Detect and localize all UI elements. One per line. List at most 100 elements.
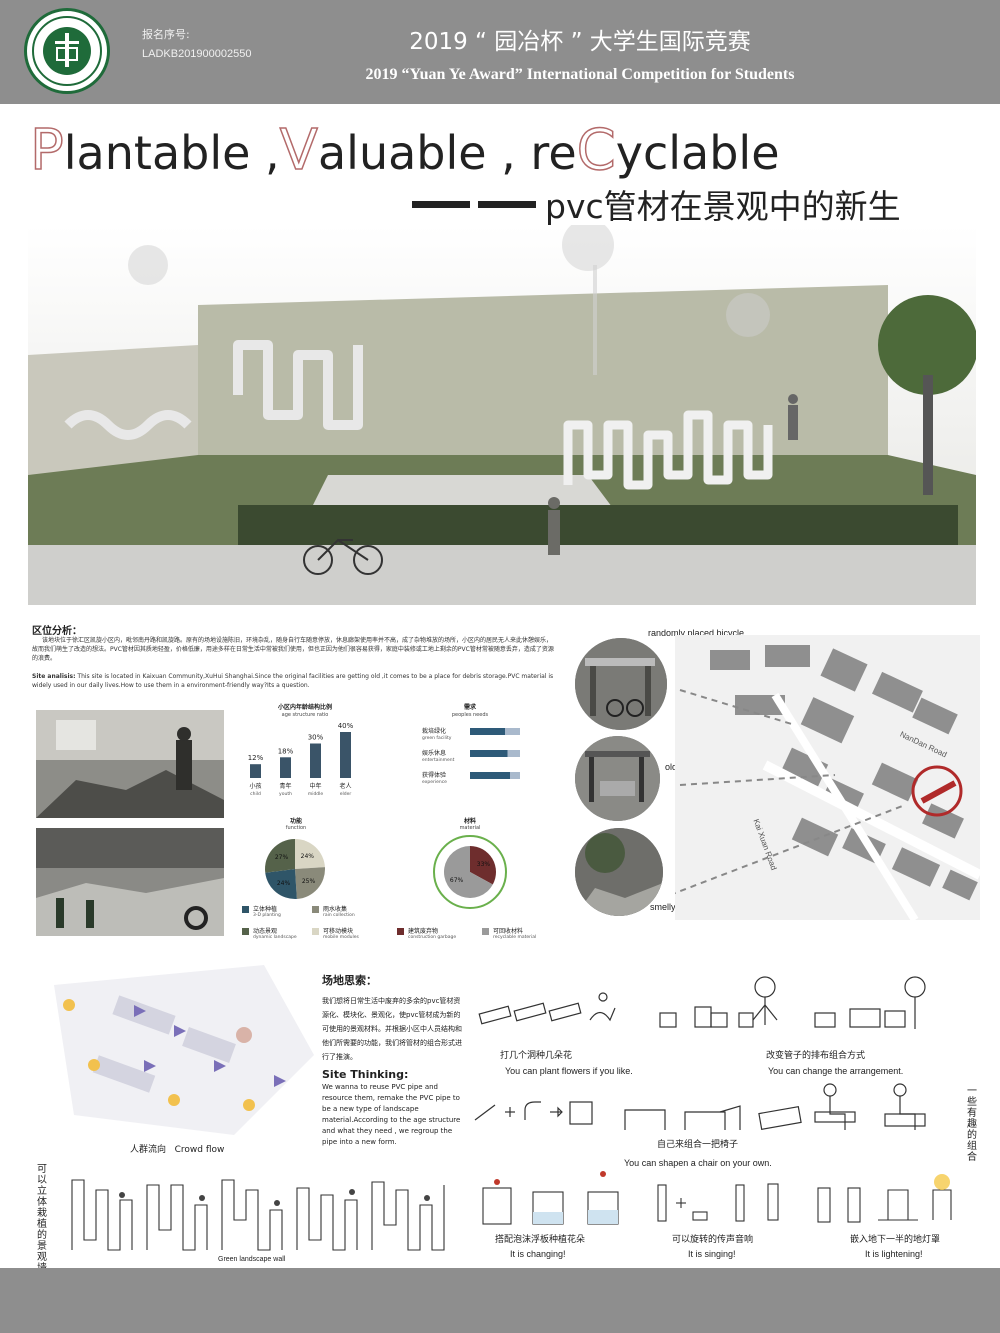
crowd-flow-map [34, 965, 314, 1145]
pie-slice [444, 846, 493, 898]
age-category-en: youth [279, 791, 292, 797]
legend-swatch [242, 928, 249, 935]
age-category-cn: 老人 [339, 782, 351, 790]
age-chart-subtitle: age structure ratio [281, 712, 329, 718]
age-chart-title: 小区内年龄结构比例 [277, 704, 332, 711]
title-dash-1 [412, 201, 470, 208]
crowd-flow-en: Crowd flow [174, 1145, 225, 1155]
green-wall-illustration [71, 1179, 445, 1251]
needs-label-en: entertainment [422, 757, 455, 763]
title-dash-2 [478, 201, 536, 208]
pie-slice [295, 867, 325, 899]
callout-bicycle: randomly placed bicycle [648, 628, 745, 638]
age-bar [250, 764, 261, 778]
legend-label-en: mobile modules [323, 935, 359, 940]
registration-number: LADKB201900002550 [142, 48, 252, 60]
needs-bar [470, 750, 508, 757]
age-bar [340, 732, 351, 778]
chair-caption-cn: 自己来组合一把椅子 [657, 1140, 739, 1150]
thinking-heading: 场地思索： [322, 974, 377, 987]
thinking-heading-en: Site Thinking: [322, 1068, 409, 1081]
competition-logo [24, 8, 110, 94]
age-bar [310, 743, 321, 778]
arrange-caption-cn: 改变管子的排布组合方式 [766, 1051, 866, 1061]
title-part-1: lantable , [63, 126, 280, 180]
legend-label-cn: 可移动模块 [323, 928, 354, 935]
thinking-text-cn: 我们想将日常生活中废弃的多余的pvc管材资源化、模块化、景观化，使pvc管材成为… [322, 997, 462, 1061]
analysis-text-en: Site analisis: This site is located in K… [32, 672, 557, 690]
circle-photo-old-facilities [575, 736, 660, 821]
interesting-combos-vertical: 一些有趣的组合 [967, 1086, 977, 1163]
material-pie-subtitle: material [459, 825, 481, 831]
circle-photo-bicycle [575, 638, 667, 730]
needs-bar [470, 772, 510, 779]
pie-slice [470, 846, 496, 885]
needs-chart-subtitle: peoples needs [451, 712, 489, 718]
age-category-cn: 小孩 [249, 782, 261, 790]
site-analysis-label: Site analisis: [32, 673, 76, 680]
age-bar-label: 12% [248, 754, 264, 762]
lamp-caption-en: It is lightening! [865, 1249, 923, 1259]
competition-title-cn: 2019 “ 园冶杯 ” 大学生国际竞赛 [409, 29, 751, 55]
title-part-2: aluable , re [317, 126, 577, 180]
legend-label-en: dynamic landscape [253, 935, 297, 940]
pie-slice [295, 839, 325, 869]
legend-label-cn: 动态景观 [253, 928, 278, 935]
title-letter-p: P [29, 117, 64, 184]
pie-slice [265, 839, 295, 873]
legend-label-cn: 建筑废弃物 [408, 928, 439, 935]
needs-bar [470, 728, 505, 735]
pie-slice-label: 67% [450, 877, 464, 884]
age-bar-label: 30% [308, 734, 324, 742]
age-category-en: child [250, 791, 261, 797]
site-map [675, 635, 980, 920]
landscape-rendering [28, 225, 976, 605]
material-pie-title: 材料 [463, 818, 476, 825]
needs-label-en: green facility [422, 735, 452, 741]
sing-caption-en: It is singing! [688, 1249, 736, 1259]
pie-slice-label: 27% [275, 854, 289, 861]
crowd-flow-cn: 人群流向 [130, 1145, 167, 1155]
analysis-heading: 区位分析： [32, 626, 82, 637]
pie-slice-label: 24% [277, 880, 291, 887]
needs-label-cn: 获得体验 [422, 771, 446, 779]
age-category-en: middle [308, 791, 324, 797]
function-pie-chart: 24%25%24%27% [265, 839, 325, 899]
registration-label: 报名序号: [142, 28, 190, 41]
needs-label-cn: 栽培绿化 [422, 727, 446, 735]
legend-label-cn: 雨水收集 [323, 906, 348, 913]
needs-label-cn: 娱乐休息 [422, 749, 446, 757]
legend-swatch [312, 906, 319, 913]
logo-seal-icon [32, 16, 102, 86]
title-part-3: yclable [615, 126, 780, 180]
age-bar [280, 757, 291, 778]
age-category-cn: 青年 [279, 782, 291, 790]
green-wall-caption: Green landscape wall [218, 1256, 286, 1263]
title-letter-c: C [576, 117, 617, 184]
age-bar-label: 18% [278, 747, 294, 755]
legend-label-en: rain collection [323, 913, 355, 918]
pie-slice-label: 25% [302, 878, 316, 885]
arrange-caption-en: You can change the arrangement. [768, 1066, 904, 1076]
flower-caption-cn: 打几个洞种几朵花 [500, 1051, 573, 1061]
material-cycle-ring [433, 835, 507, 909]
flower-caption-en: You can plant flowers if you like. [505, 1066, 633, 1076]
legend-swatch [312, 928, 319, 935]
photo-old-facilities [36, 710, 224, 818]
legend-label-en: 3-D planting [253, 913, 281, 918]
pot-caption-en: It is changing! [510, 1249, 566, 1259]
pie-slice [265, 869, 297, 899]
combo-illustrations-row2 [474, 1083, 926, 1131]
age-category-cn: 中年 [309, 782, 321, 790]
needs-chart-title: 需求 [463, 704, 476, 711]
project-title: Plantable ,Valuable , reCyclable [29, 117, 780, 184]
competition-title-en: 2019 “Yuan Ye Award” International Compe… [365, 66, 795, 83]
footer-bar [0, 1268, 1000, 1333]
sing-caption-cn: 可以旋转的传声音响 [672, 1235, 754, 1245]
